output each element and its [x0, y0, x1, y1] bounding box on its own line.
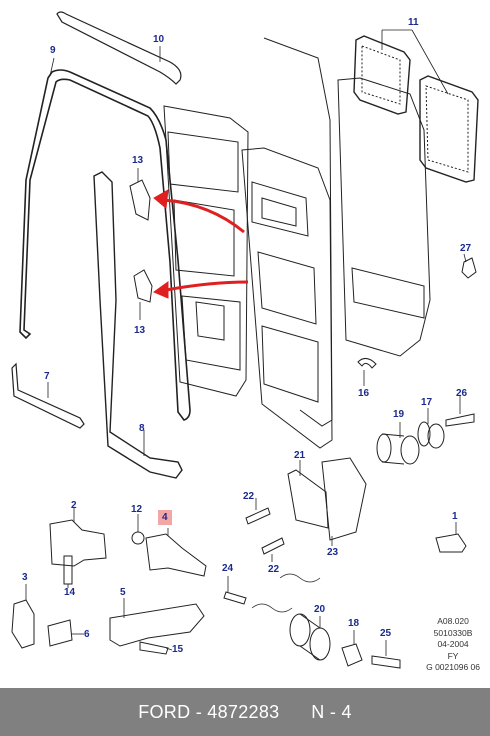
- part-25-bolt: [371, 655, 401, 669]
- ref-line-3: 04-2004: [437, 639, 469, 649]
- footer-gap: [279, 702, 311, 723]
- callout-23: 23: [327, 547, 339, 558]
- part-3-hinge: [11, 599, 35, 649]
- inner-panel-right: [263, 37, 431, 427]
- footer-sep: -: [190, 701, 208, 722]
- callout-15: 15: [172, 644, 184, 655]
- callout-5: 5: [120, 587, 126, 598]
- callout-12: 12: [131, 504, 143, 515]
- callout-13-lower: 13: [134, 325, 146, 336]
- part-11-window: [353, 35, 479, 183]
- part-9-seal: [19, 69, 191, 421]
- part-7-seal: [11, 362, 85, 429]
- callout-20: 20: [314, 604, 326, 615]
- rear-door-right: [241, 147, 333, 449]
- part-17-bushing: [417, 421, 445, 449]
- part-5-hinge: [109, 603, 205, 647]
- footer-part-number: 4872283: [207, 701, 280, 722]
- part-24-bolt: [223, 591, 247, 605]
- callout-21: 21: [294, 450, 306, 461]
- callout-9: 9: [50, 45, 56, 56]
- callout-1: 1: [452, 511, 458, 522]
- part-8-seal: [93, 171, 183, 479]
- footer-position: N - 4: [311, 701, 352, 722]
- part-16-clip: [357, 358, 377, 369]
- part-2-hinge: [49, 519, 107, 567]
- part-23-bracket: [321, 457, 367, 541]
- arrow-upper: [163, 198, 245, 234]
- part-26-bolt: [445, 413, 475, 427]
- callout-22-lower: 22: [268, 564, 280, 575]
- callout-17: 17: [421, 397, 433, 408]
- part-6-plate: [47, 619, 73, 647]
- part-13-lower: [133, 269, 153, 303]
- callout-19: 19: [393, 409, 405, 420]
- callout-22-upper: 22: [243, 491, 255, 502]
- callout-16: 16: [358, 388, 370, 399]
- callout-26: 26: [456, 388, 468, 399]
- callout-8: 8: [139, 423, 145, 434]
- callout-10: 10: [153, 34, 165, 45]
- part-20-bushing: [289, 613, 331, 661]
- footer-brand: FORD: [138, 701, 191, 722]
- part-19-bushing: [376, 433, 420, 465]
- callout-27: 27: [460, 243, 472, 254]
- callout-14: 14: [64, 587, 76, 598]
- part-18-bushing: [341, 643, 363, 667]
- rear-door-left: [163, 105, 249, 397]
- callout-3: 3: [22, 572, 28, 583]
- callout-4-highlighted: 4: [158, 510, 172, 525]
- callout-11: 11: [408, 17, 419, 28]
- arrow-upper-head: [153, 189, 169, 209]
- callout-25: 25: [380, 628, 392, 639]
- part-22-pin-a: [245, 507, 271, 525]
- callout-2: 2: [71, 500, 77, 511]
- ref-line-4: FY: [447, 650, 459, 661]
- footer-bar: FORD - 4872283 N - 4: [0, 688, 490, 736]
- callout-24: 24: [222, 563, 234, 574]
- callout-13-upper: 13: [132, 155, 144, 166]
- ref-line-1: A08.020: [437, 616, 469, 626]
- part-27-clip: [461, 257, 477, 279]
- ref-line-2: 5010330B: [433, 627, 473, 638]
- part-12-washer: [131, 531, 145, 545]
- ref-line-5: G 0021096 06: [426, 662, 480, 672]
- part-1-cap: [435, 533, 467, 553]
- arrow-lower-head: [152, 281, 169, 299]
- diagram-reference: A08.020 5010330B 04-2004 FY G 0021096 06: [426, 616, 480, 674]
- callout-7: 7: [44, 371, 50, 382]
- part-15-bolt: [139, 641, 169, 655]
- arrow-lower: [165, 280, 249, 292]
- part-10-seal: [56, 11, 182, 85]
- parts-diagram: [11, 11, 479, 669]
- callout-6: 6: [84, 629, 90, 640]
- callout-18: 18: [348, 618, 360, 629]
- part-14-bolt: [63, 555, 73, 585]
- part-4-hinge: [145, 533, 207, 577]
- part-22-pin-b: [261, 537, 285, 555]
- part-21-plate: [287, 469, 329, 529]
- part-13-upper: [129, 179, 151, 221]
